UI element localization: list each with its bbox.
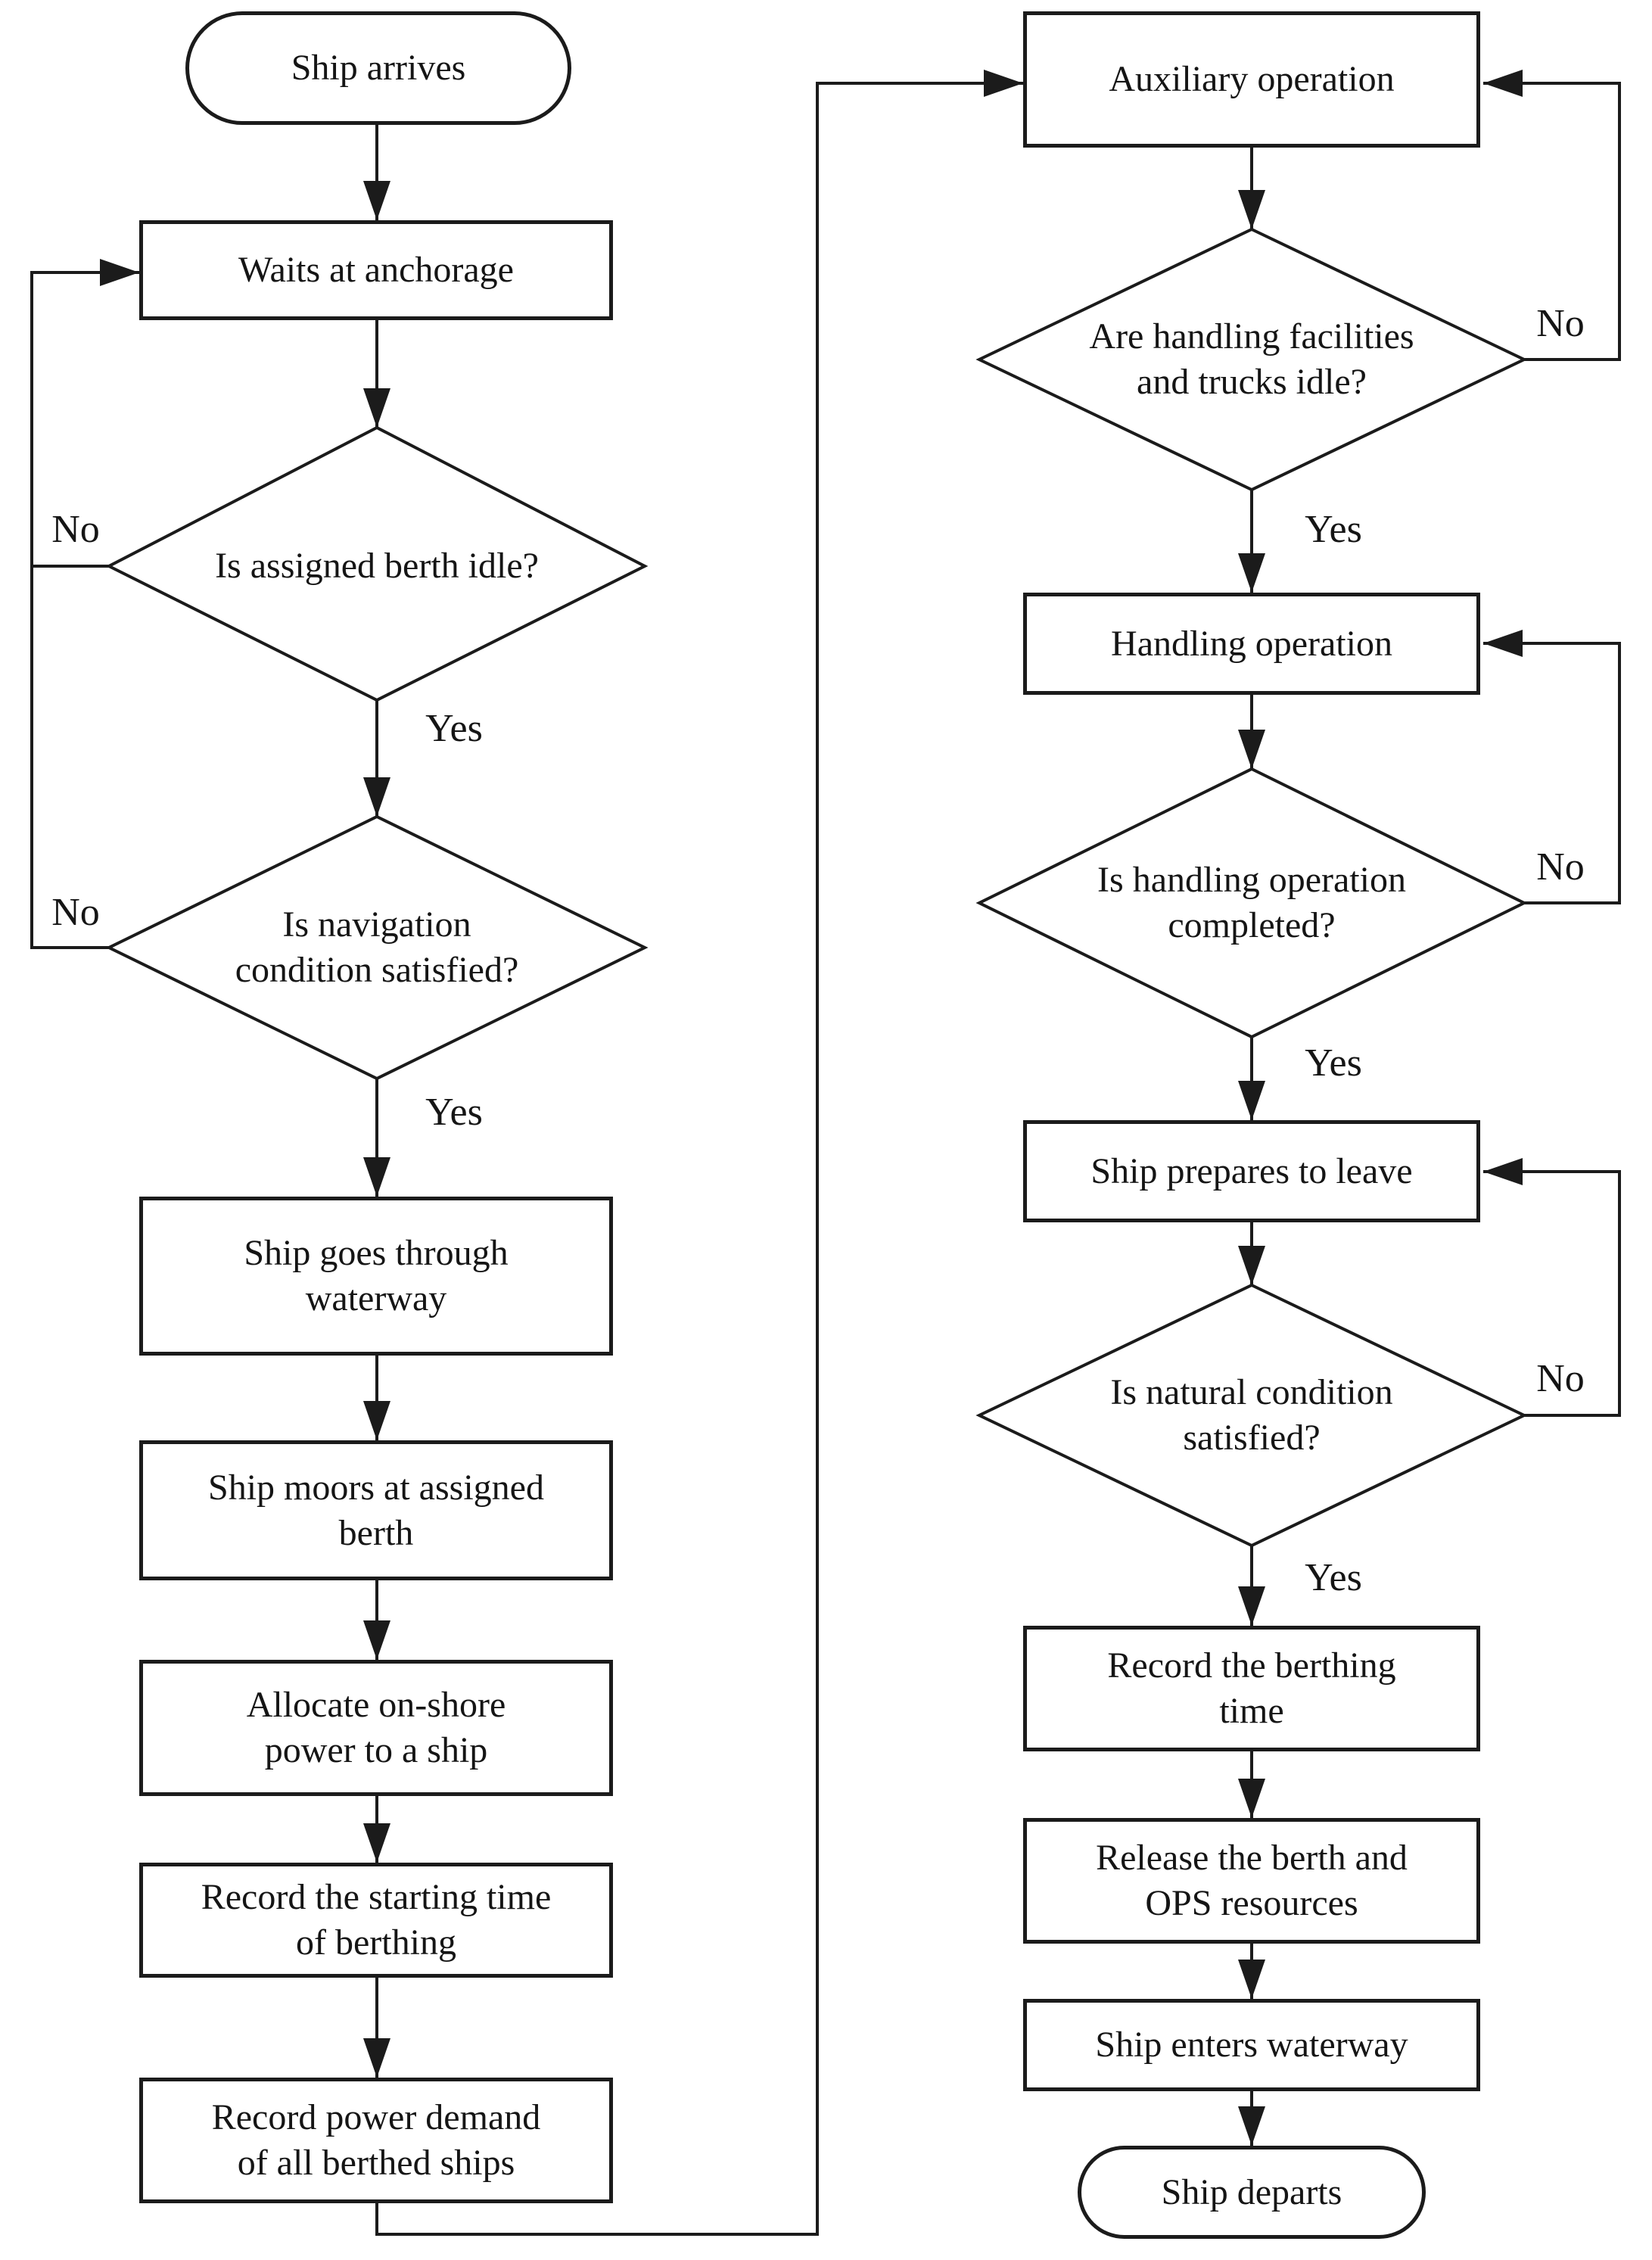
decision-shape-is-natural-condition-satisfied [975, 1283, 1528, 1548]
edge-label-no-natural: No [1536, 1357, 1585, 1400]
edge-label-yes-navigation: Yes [425, 1091, 483, 1134]
edge-label-yes-completed: Yes [1305, 1041, 1362, 1085]
process-ship-prepares-to-leave: Ship prepares to leave [1023, 1120, 1480, 1222]
loop-facilities-no [1483, 70, 1621, 361]
decision-text-is-assigned-berth-idle: Is assigned berth idle? [215, 546, 539, 586]
loop-navigation-no [30, 259, 139, 949]
edge-label-no-berth-idle: No [51, 508, 100, 551]
edge-label-yes-berth-idle: Yes [425, 707, 483, 750]
process-handling-operation: Handling operation [1023, 593, 1480, 695]
decision-text-is-handling-operation-completed: Is handling operation completed? [1097, 860, 1406, 945]
loop-natural-no [1483, 1158, 1621, 1417]
process-waits-at-anchorage: Waits at anchorage [139, 220, 613, 320]
terminator-ship-departs: Ship departs [1078, 2146, 1426, 2239]
decision-shape-is-handling-operation-completed [975, 767, 1528, 1039]
decision-shape-is-assigned-berth-idle [105, 425, 649, 702]
process-ship-goes-through-waterway: Ship goes through waterway [139, 1197, 613, 1356]
process-ship-enters-waterway: Ship enters waterway [1023, 1999, 1480, 2091]
process-record-starting-time: Record the starting time of berthing [139, 1863, 613, 1978]
process-release-berth-and-ops: Release the berth and OPS resources [1023, 1818, 1480, 1944]
decision-text-is-navigation-condition-satisfied: Is navigation condition satisfied? [235, 904, 519, 990]
connector-record-demand-to-auxiliary [375, 70, 1023, 2236]
loop-completed-no [1483, 630, 1621, 904]
edge-label-yes-facilities: Yes [1305, 508, 1362, 551]
process-record-power-demand: Record power demand of all berthed ships [139, 2078, 613, 2203]
decision-text-is-natural-condition-satisfied: Is natural condition satisfied? [1110, 1372, 1393, 1458]
decision-shape-is-navigation-condition-satisfied [105, 814, 649, 1081]
decision-shape-are-handling-facilities-idle [975, 227, 1528, 492]
process-ship-moors-at-assigned-berth: Ship moors at assigned berth [139, 1440, 613, 1580]
terminator-ship-arrives: Ship arrives [185, 11, 571, 125]
process-record-berthing-time: Record the berthing time [1023, 1626, 1480, 1751]
process-auxiliary-operation: Auxiliary operation [1023, 11, 1480, 148]
decision-text-are-handling-facilities-idle: Are handling facilities and trucks idle? [1089, 316, 1414, 402]
edge-label-yes-natural: Yes [1305, 1556, 1362, 1599]
edge-label-no-facilities: No [1536, 302, 1585, 345]
edge-label-no-completed: No [1536, 845, 1585, 889]
process-allocate-on-shore-power: Allocate on-shore power to a ship [139, 1660, 613, 1796]
edge-label-no-navigation: No [51, 891, 100, 934]
